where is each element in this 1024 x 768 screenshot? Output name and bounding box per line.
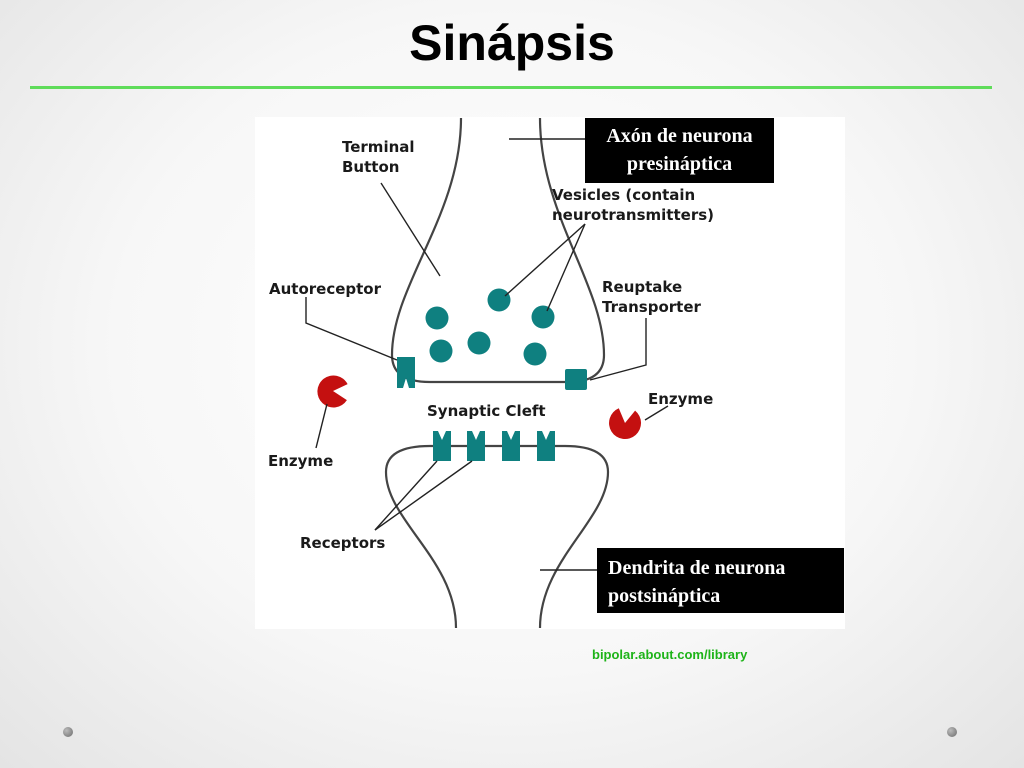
label-vesicles: Vesicles (contain neurotransmitters) bbox=[552, 186, 714, 224]
leader-autoreceptor bbox=[305, 297, 398, 361]
receptor bbox=[433, 431, 451, 461]
label-terminal-button: Terminal Button bbox=[342, 138, 415, 176]
label-synaptic-cleft: Synaptic Cleft bbox=[427, 402, 546, 420]
receptor bbox=[467, 431, 485, 461]
label-enzyme-right: Enzyme bbox=[648, 390, 714, 408]
enzyme-left-shape bbox=[317, 375, 348, 408]
leader-reuptake bbox=[589, 318, 647, 381]
receptor bbox=[537, 431, 555, 461]
vesicle bbox=[531, 305, 555, 329]
leader-receptors-1 bbox=[374, 460, 438, 531]
label-enzyme-left: Enzyme bbox=[268, 452, 334, 470]
leader-enzyme-left bbox=[315, 403, 328, 449]
leader-vesicles-1 bbox=[504, 223, 586, 297]
vesicle bbox=[425, 306, 449, 330]
vesicle bbox=[467, 331, 491, 355]
postsynaptic-dendrite-outline bbox=[384, 444, 610, 629]
leader-terminal-button bbox=[380, 182, 441, 277]
leader-receptors-2 bbox=[374, 460, 473, 531]
enzyme-right-shape bbox=[609, 408, 642, 440]
reuptake-transporter-shape bbox=[565, 369, 587, 390]
label-autoreceptor: Autoreceptor bbox=[269, 280, 382, 298]
label-reuptake-transporter: Reuptake Transporter bbox=[602, 278, 701, 316]
leader-enzyme-right bbox=[644, 405, 669, 421]
diagram-panel bbox=[255, 117, 845, 629]
vesicle bbox=[429, 339, 453, 363]
autoreceptor-shape bbox=[397, 357, 415, 388]
slide-title: Sinápsis bbox=[409, 15, 615, 71]
vesicle bbox=[487, 288, 511, 312]
corner-dot-right bbox=[947, 727, 957, 737]
vesicle bbox=[523, 342, 547, 366]
dendrite-callout-box: Dendrita de neurona postsináptica bbox=[597, 548, 844, 613]
leader-vesicles-2 bbox=[546, 223, 586, 312]
source-link[interactable]: bipolar.about.com/library bbox=[592, 647, 748, 662]
receptor bbox=[502, 431, 520, 461]
corner-dot-left bbox=[63, 727, 73, 737]
axon-callout-box: Axón de neurona presináptica bbox=[585, 118, 774, 183]
label-receptors: Receptors bbox=[300, 534, 386, 552]
title-divider bbox=[30, 86, 992, 89]
